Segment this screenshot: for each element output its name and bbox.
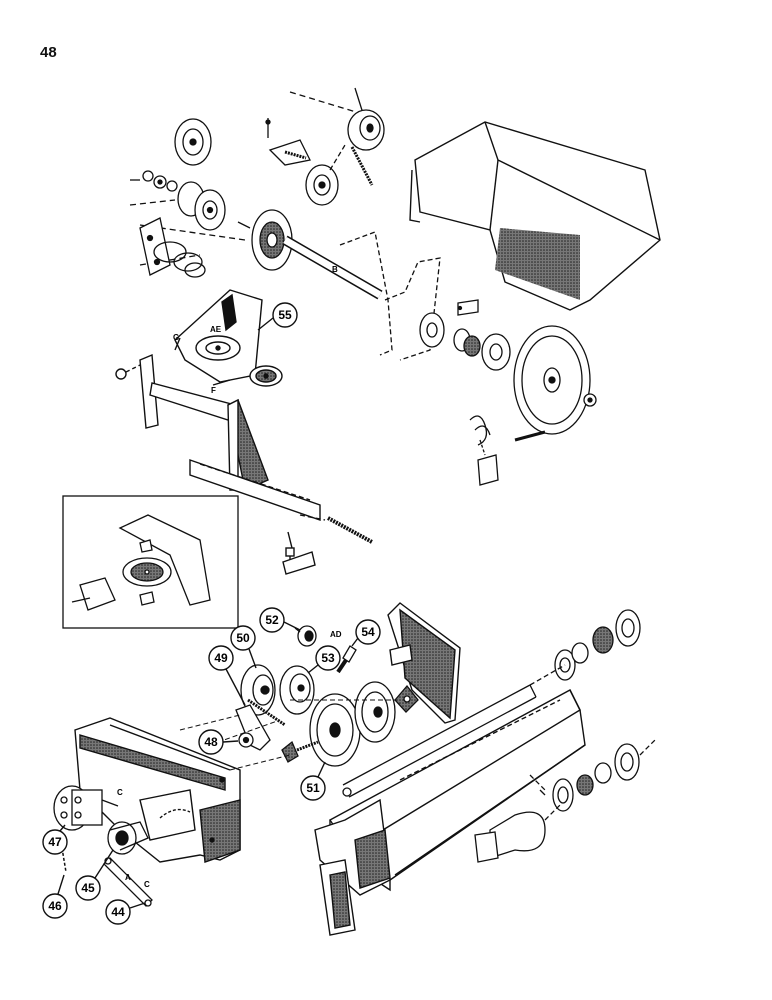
bearing-flange-mid [281,684,419,763]
callout-54 [351,619,381,647]
callout-52 [259,607,301,633]
lower-pulley-stack [235,625,419,767]
output-pulley-small [249,365,283,387]
page-number: 48 [40,44,57,61]
callout-number: 55 [278,308,292,322]
bolt-54 [336,645,357,674]
right-mounting-plate [387,602,461,724]
middle-pulley [305,164,339,206]
label-f: F [211,386,216,395]
callout-50 [230,625,257,669]
callout-number: 49 [214,651,228,665]
label-a: A [125,873,131,882]
label-g: G [173,333,179,342]
callout-48 [198,729,239,755]
hub-52 [294,625,317,647]
drive-shaft [282,235,383,300]
pulley-53 [279,665,315,715]
callout-number: 54 [361,625,375,639]
callout-51 [300,761,326,801]
gearbox-frame-assembly [115,289,373,575]
callout-55 [257,302,298,331]
callout-53 [307,645,341,674]
label-c-lever: C [144,880,150,889]
bracket-48 [235,704,271,751]
upper-assembly [129,87,441,361]
label-c: C [117,788,123,797]
label-ae: AE [210,325,222,334]
pulley-left-top [174,118,212,166]
bearing-mount-plate [139,217,206,278]
callout-number: 51 [306,781,320,795]
label-b: B [332,265,338,274]
label-ad: AD [330,630,342,639]
callout-number: 47 [48,835,62,849]
lower-right-shaft-bearings [342,609,641,798]
callout-number: 52 [265,613,279,627]
lower-right-hub [474,739,656,863]
callout-number: 53 [321,651,335,665]
callout-44 [105,899,146,925]
callout-number: 48 [204,735,218,749]
gearbox-housing [174,289,263,386]
pulley-49 [240,664,286,727]
callout-45 [75,849,114,901]
upper-idler-pulley [347,109,385,151]
tension-bracket [265,118,311,166]
callout-number: 44 [111,905,125,919]
callout-number: 45 [81,881,95,895]
inset-detail-box [62,495,239,629]
double-pulley-left [177,181,226,231]
adjuster-bolt [282,516,373,575]
support-arm-frame [139,353,326,521]
callout-number: 50 [236,631,250,645]
callout-46 [42,874,68,919]
callout-49 [208,645,246,706]
main-channel-beam [314,689,586,936]
callout-number: 46 [48,899,62,913]
pin-46 [61,847,67,873]
clutch-45 [107,821,149,855]
pulley-51 [309,681,396,767]
callouts [42,302,381,925]
hydraulic-motor-47 [53,785,119,831]
belt-shield-cover [409,121,661,311]
callout-47 [42,824,68,855]
right-drive-pulley-group [419,299,597,486]
main-shaft-pulley [237,209,293,271]
